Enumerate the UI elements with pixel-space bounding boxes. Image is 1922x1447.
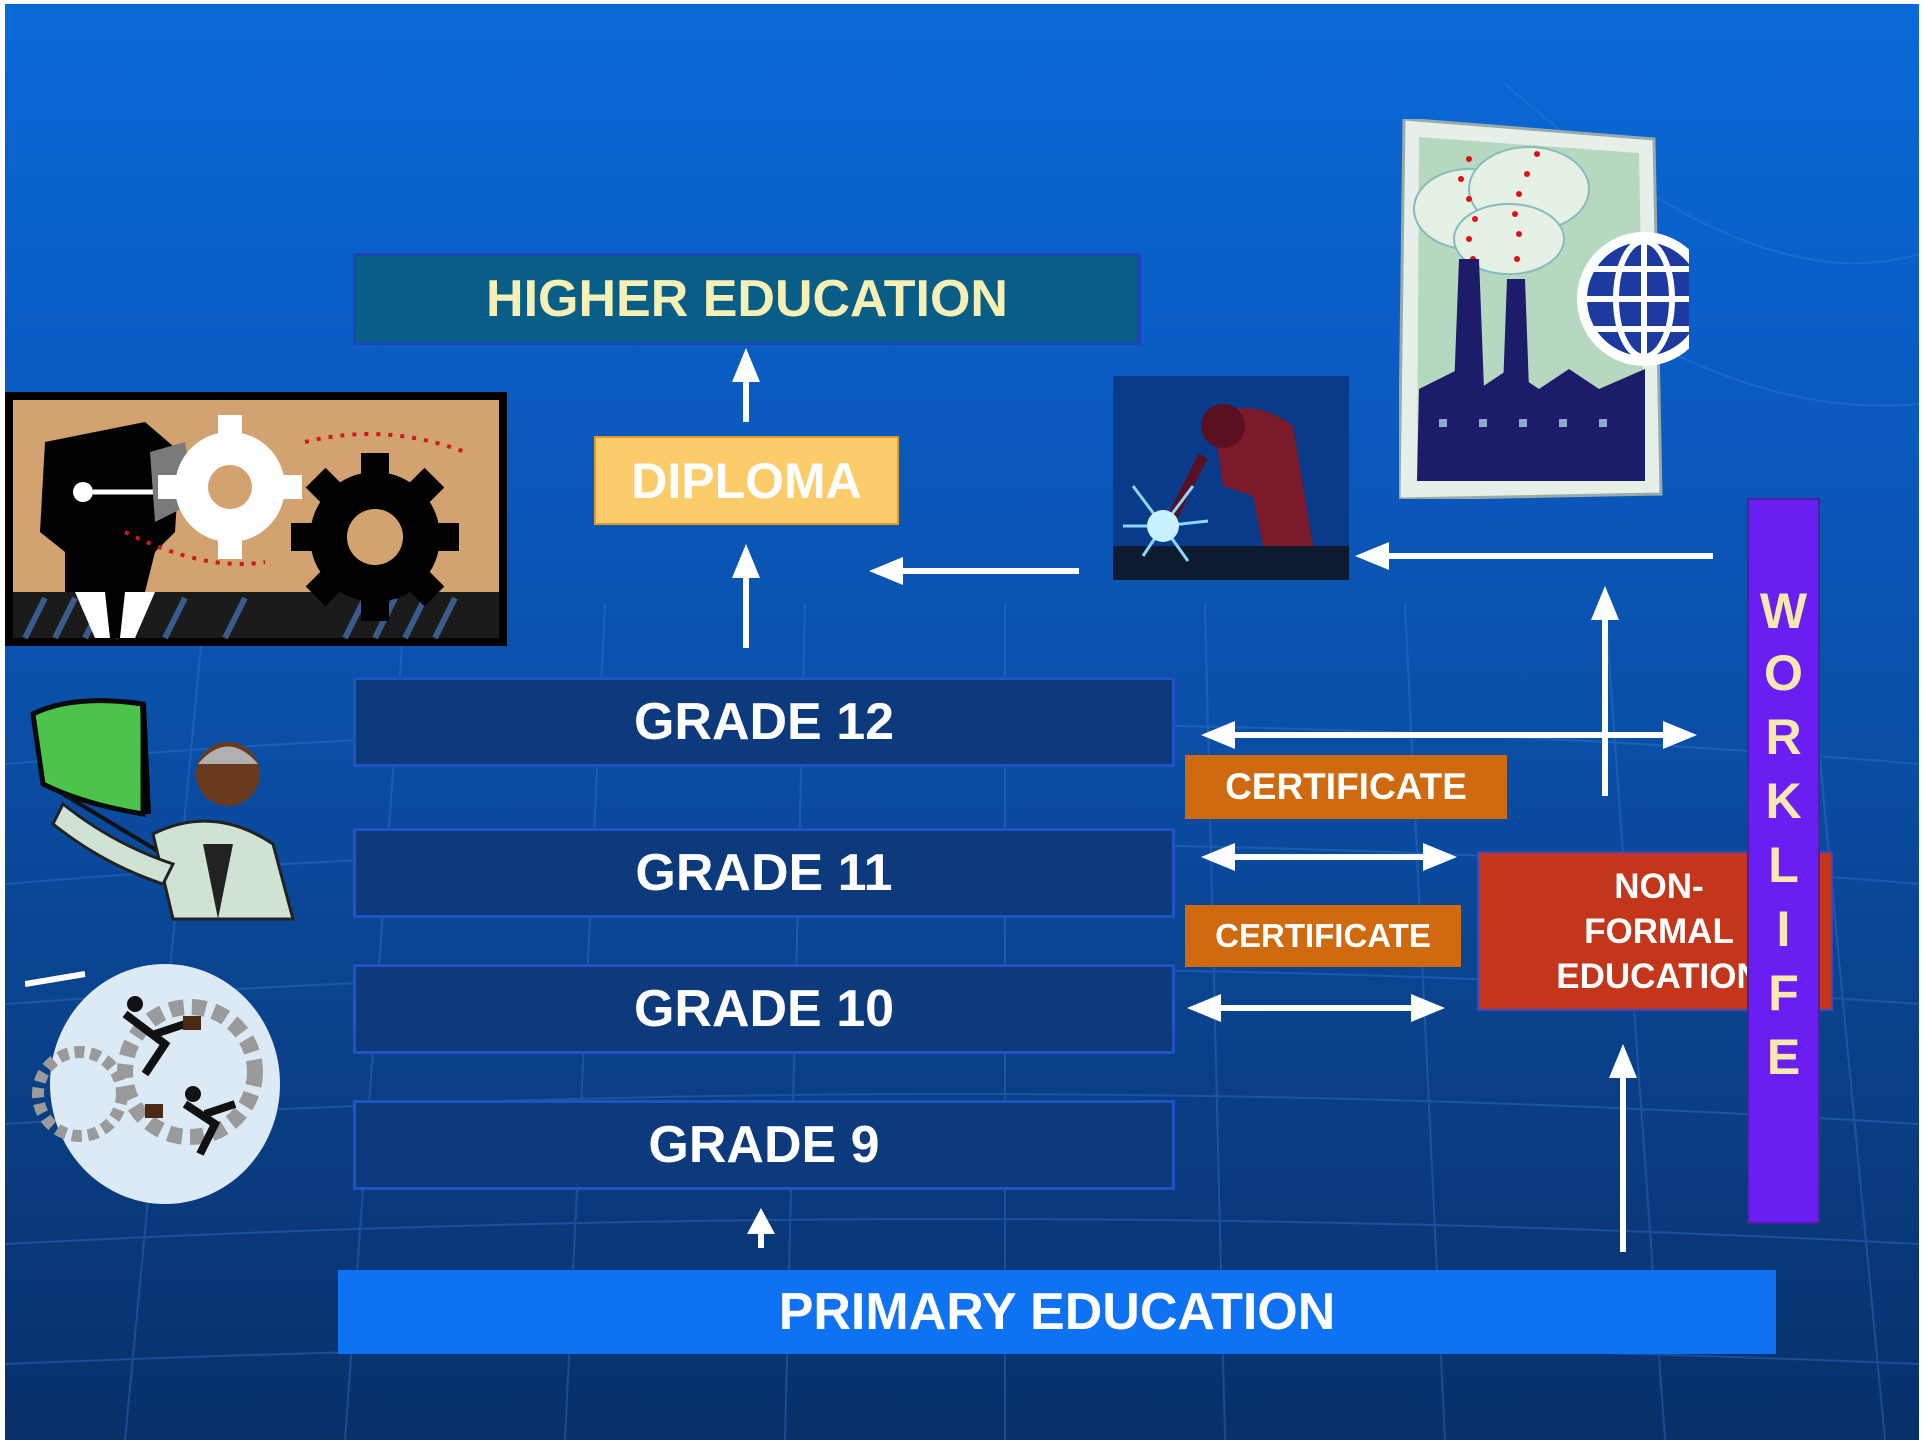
non-formal-line-1: NON- — [1614, 866, 1704, 906]
factory-globe-icon — [1399, 119, 1689, 499]
higher-education-box: HIGHER EDUCATION — [353, 253, 1141, 345]
grade-10-box: GRADE 10 — [353, 964, 1175, 1054]
non-formal-line-2: FORMAL — [1584, 911, 1734, 951]
grade-12-box: GRADE 12 — [353, 677, 1175, 767]
certificate-box-lower: CERTIFICATE — [1185, 905, 1461, 967]
diagram-slide: HIGHER EDUCATION DIPLOMA GRADE 12 GRADE … — [5, 4, 1919, 1440]
worklife-letter: R — [1765, 709, 1802, 765]
worklife-letter: I — [1776, 901, 1791, 957]
gears-thinker-icon — [5, 392, 507, 646]
worklife-letter: L — [1768, 837, 1799, 893]
running-businessmen-gears-icon — [25, 964, 280, 1204]
welder-icon — [1113, 376, 1349, 580]
worklife-letter: O — [1764, 645, 1803, 701]
primary-education-box: PRIMARY EDUCATION — [338, 1270, 1776, 1354]
diploma-box: DIPLOMA — [594, 436, 899, 525]
teacher-presenting-icon — [30, 698, 295, 921]
certificate-box-upper: CERTIFICATE — [1185, 755, 1507, 819]
worklife-letter: E — [1766, 1029, 1801, 1085]
non-formal-line-3: EDUCATION — [1556, 956, 1762, 996]
worklife-letter: W — [1759, 583, 1808, 639]
worklife-letter: K — [1765, 773, 1802, 829]
worklife-bar: W O R K L I F E — [1747, 498, 1820, 1224]
worklife-letter: F — [1768, 965, 1799, 1021]
grade-11-box: GRADE 11 — [353, 828, 1175, 918]
grade-9-box: GRADE 9 — [353, 1100, 1175, 1190]
